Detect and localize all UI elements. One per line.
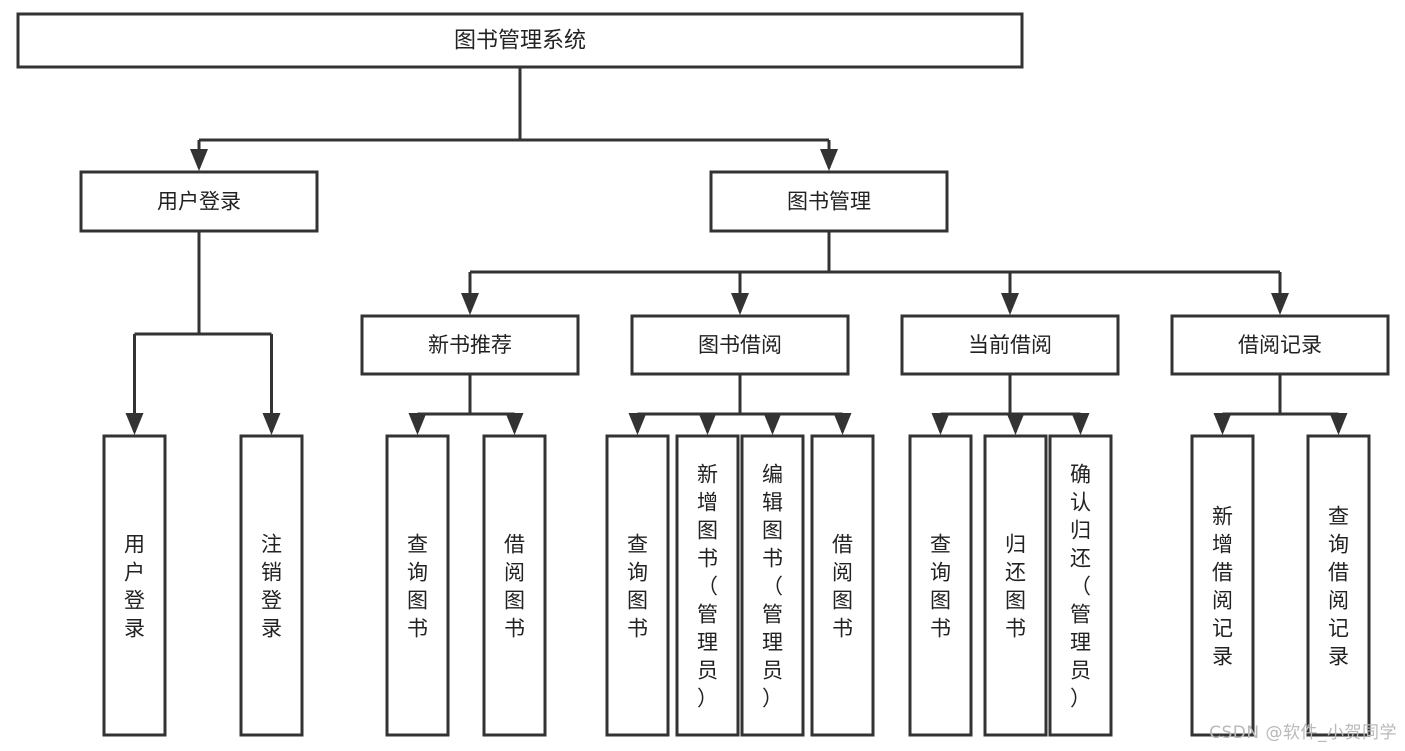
arrow-head-icon bbox=[698, 413, 717, 435]
node-leaf-edit-book[interactable]: 编辑图书（管理员） bbox=[740, 434, 805, 737]
node-borrow-record-box[interactable] bbox=[1170, 314, 1390, 376]
node-leaf-add-book-label: 新增图书（管理员） bbox=[697, 462, 718, 710]
node-leaf-query-book-borrow-label: 查询图书 bbox=[627, 532, 648, 640]
arrow-head-icon bbox=[262, 413, 281, 435]
arrow-head-icon bbox=[125, 413, 144, 435]
node-leaf-edit-book-box[interactable] bbox=[740, 434, 805, 737]
node-new-book-recommend-box[interactable] bbox=[360, 314, 580, 376]
arrow-head-icon bbox=[833, 413, 852, 435]
node-leaf-confirm-return-box[interactable] bbox=[1048, 434, 1113, 737]
node-leaf-query-record-label: 查询借阅记录 bbox=[1328, 504, 1349, 668]
node-leaf-query-book-borrow-box[interactable] bbox=[605, 434, 670, 737]
node-leaf-query-book-borrow[interactable]: 查询图书 bbox=[605, 434, 670, 737]
node-leaf-query-book-rec[interactable]: 查询图书 bbox=[385, 434, 450, 737]
node-root-box[interactable] bbox=[16, 12, 1024, 69]
arrow-head-icon bbox=[628, 413, 647, 435]
node-leaf-borrow-book-rec-label: 借阅图书 bbox=[504, 532, 525, 640]
node-leaf-confirm-return-label: 确认归还（管理员） bbox=[1070, 462, 1091, 710]
arrow-head-icon bbox=[763, 413, 782, 435]
node-leaf-borrow-book-rec-box[interactable] bbox=[482, 434, 547, 737]
arrow-head-icon bbox=[731, 293, 749, 315]
arrow-head-icon bbox=[190, 149, 208, 171]
node-leaf-add-record-label: 新增借阅记录 bbox=[1212, 504, 1233, 668]
node-leaf-query-book-cur[interactable]: 查询图书 bbox=[908, 434, 973, 737]
node-leaf-return-book-box[interactable] bbox=[983, 434, 1048, 737]
node-leaf-query-book-rec-box[interactable] bbox=[385, 434, 450, 737]
node-leaf-add-record-box[interactable] bbox=[1190, 434, 1255, 737]
node-borrow-record-label: 借阅记录 bbox=[1238, 333, 1322, 357]
node-leaf-logout[interactable]: 注销登录 bbox=[239, 434, 304, 737]
node-borrow-record[interactable]: 借阅记录 bbox=[1170, 314, 1390, 376]
arrow-head-icon bbox=[408, 413, 427, 435]
node-leaf-user-login[interactable]: 用户登录 bbox=[102, 434, 167, 737]
node-leaf-add-record[interactable]: 新增借阅记录 bbox=[1190, 434, 1255, 737]
node-leaf-user-login-label: 用户登录 bbox=[124, 532, 145, 640]
node-leaf-query-book-cur-label: 查询图书 bbox=[930, 532, 951, 640]
node-new-book-recommend-label: 新书推荐 bbox=[428, 333, 512, 357]
node-book-manage-box[interactable] bbox=[709, 170, 949, 233]
node-new-book-recommend[interactable]: 新书推荐 bbox=[360, 314, 580, 376]
node-leaf-query-book-cur-box[interactable] bbox=[908, 434, 973, 737]
arrow-head-icon bbox=[1071, 413, 1090, 435]
node-leaf-query-book-rec-label: 查询图书 bbox=[407, 532, 428, 640]
node-book-manage[interactable]: 图书管理 bbox=[709, 170, 949, 233]
node-leaf-user-login-box[interactable] bbox=[102, 434, 167, 737]
arrow-head-icon bbox=[931, 413, 950, 435]
arrow-head-icon bbox=[461, 293, 479, 315]
node-leaf-borrow-book-box[interactable] bbox=[810, 434, 875, 737]
node-book-borrow-box[interactable] bbox=[630, 314, 850, 376]
node-current-borrow-label: 当前借阅 bbox=[968, 333, 1052, 357]
node-leaf-return-book-label: 归还图书 bbox=[1005, 532, 1026, 640]
node-leaf-borrow-book-label: 借阅图书 bbox=[832, 532, 853, 640]
arrow-head-icon bbox=[820, 149, 838, 171]
node-book-borrow[interactable]: 图书借阅 bbox=[630, 314, 850, 376]
node-user-login[interactable]: 用户登录 bbox=[79, 170, 319, 233]
arrow-head-icon bbox=[1271, 293, 1289, 315]
node-leaf-logout-box[interactable] bbox=[239, 434, 304, 737]
arrow-head-icon bbox=[505, 413, 524, 435]
node-leaf-return-book[interactable]: 归还图书 bbox=[983, 434, 1048, 737]
node-root-label: 图书管理系统 bbox=[454, 29, 586, 54]
node-root[interactable]: 图书管理系统 bbox=[16, 12, 1024, 69]
node-user-login-label: 用户登录 bbox=[157, 190, 241, 214]
node-leaf-borrow-book[interactable]: 借阅图书 bbox=[810, 434, 875, 737]
node-leaf-logout-label: 注销登录 bbox=[261, 532, 282, 640]
arrow-head-icon bbox=[1001, 293, 1019, 315]
node-leaf-confirm-return[interactable]: 确认归还（管理员） bbox=[1048, 434, 1113, 737]
node-book-manage-label: 图书管理 bbox=[787, 190, 871, 214]
node-current-borrow-box[interactable] bbox=[900, 314, 1120, 376]
arrow-head-icon bbox=[1329, 413, 1348, 435]
node-leaf-edit-book-label: 编辑图书（管理员） bbox=[762, 462, 783, 710]
arrow-head-icon bbox=[1006, 413, 1025, 435]
node-leaf-borrow-book-rec[interactable]: 借阅图书 bbox=[482, 434, 547, 737]
node-leaf-query-record-box[interactable] bbox=[1306, 434, 1371, 737]
node-leaf-query-record[interactable]: 查询借阅记录 bbox=[1306, 434, 1371, 737]
node-user-login-box[interactable] bbox=[79, 170, 319, 233]
node-current-borrow[interactable]: 当前借阅 bbox=[900, 314, 1120, 376]
arrow-head-icon bbox=[1213, 413, 1232, 435]
node-book-borrow-label: 图书借阅 bbox=[698, 333, 782, 357]
node-leaf-add-book[interactable]: 新增图书（管理员） bbox=[675, 434, 740, 737]
node-leaf-add-book-box[interactable] bbox=[675, 434, 740, 737]
watermark-text: CSDN @软件_小贺同学 bbox=[1209, 723, 1397, 743]
